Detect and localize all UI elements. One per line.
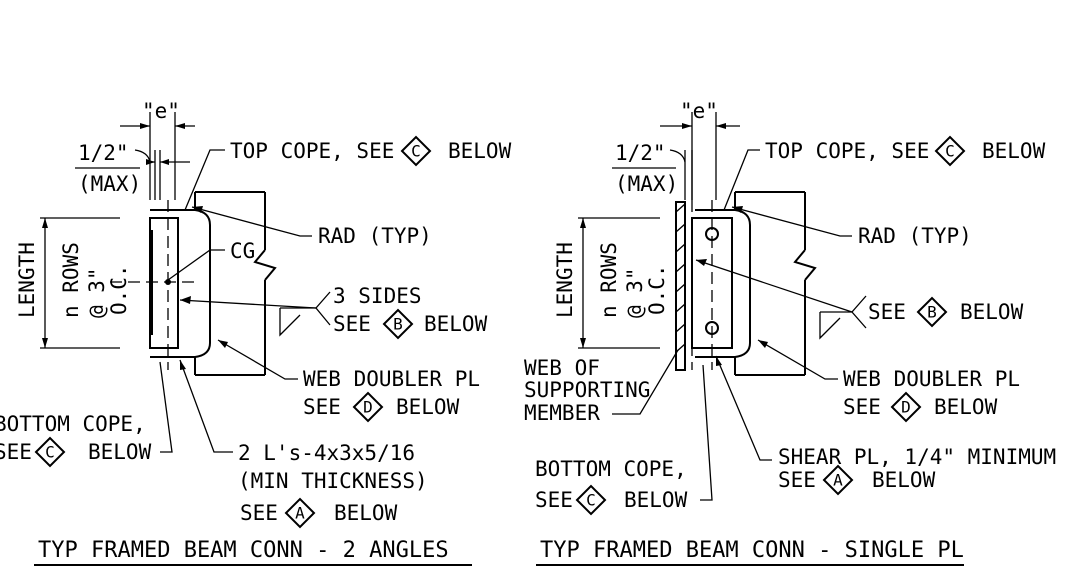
- right-see-d-label: SEE: [843, 395, 881, 419]
- left-spacing-label: @ 3": [85, 267, 109, 318]
- left-below-d-label: BELOW: [396, 395, 460, 419]
- right-spacing-oc-label: O.C.: [645, 264, 669, 315]
- left-below-c-label: BELOW: [88, 440, 152, 464]
- left-cg-label: CG: [230, 239, 255, 263]
- left-c-symbol: C: [34, 436, 66, 468]
- left-angles: [149, 217, 179, 349]
- right-e-label: "e": [680, 99, 718, 123]
- svg-text:D: D: [363, 398, 373, 417]
- left-rows-label: n ROWS: [59, 242, 83, 318]
- left-below-b-label: BELOW: [424, 312, 488, 336]
- left-beam: [150, 191, 277, 376]
- left-length-label: LENGTH: [15, 242, 39, 318]
- svg-text:B: B: [927, 303, 937, 322]
- left-spacing-oc-label: O.C.: [107, 264, 131, 315]
- right-see-c-label: SEE: [535, 488, 573, 512]
- right-c-symbol: C: [575, 484, 607, 516]
- left-title: TYP FRAMED BEAM CONN - 2 ANGLES: [38, 538, 449, 563]
- left-a-symbol: A: [284, 497, 316, 529]
- left-below-a-label: BELOW: [334, 501, 398, 525]
- left-d-symbol: D: [352, 391, 384, 423]
- right-bottom-cope-label: BOTTOM COPE,: [535, 457, 687, 481]
- svg-text:D: D: [901, 398, 911, 417]
- svg-text:C: C: [411, 142, 421, 161]
- svg-text:C: C: [945, 142, 955, 161]
- right-below-d-label: BELOW: [934, 395, 998, 419]
- left-detail: "e" 1/2" (MAX) TOP COPE, SEE C BELOW: [0, 99, 512, 566]
- right-top-cope-below: BELOW: [982, 139, 1046, 163]
- left-see-c-label: SEE: [0, 440, 32, 464]
- left-bottom-cope-label: BOTTOM COPE,: [0, 412, 146, 436]
- left-rad-label: RAD (TYP): [318, 224, 432, 248]
- left-top-cope-below: BELOW: [448, 139, 512, 163]
- right-web-of-label: WEB OF: [524, 356, 600, 380]
- right-length-label: LENGTH: [553, 242, 577, 318]
- svg-text:A: A: [833, 471, 843, 490]
- svg-text:A: A: [295, 504, 305, 523]
- left-see-b-label: SEE: [333, 312, 371, 336]
- left-top-cope-symbol: C: [400, 135, 432, 167]
- left-b-symbol: B: [382, 308, 414, 340]
- right-detail: "e" 1/2" (MAX) TOP COPE, SEE C BELOW: [524, 99, 1056, 566]
- left-half-label: 1/2": [78, 141, 129, 165]
- right-member-label: MEMBER: [524, 401, 600, 425]
- right-top-cope-symbol: C: [934, 135, 966, 167]
- left-three-sides-label: 3 SIDES: [333, 284, 422, 308]
- left-see-a-label: SEE: [240, 501, 278, 525]
- left-top-cope-label: TOP COPE, SEE: [230, 139, 394, 163]
- right-below-a-label: BELOW: [872, 468, 936, 492]
- right-spacing-label: @ 3": [623, 267, 647, 318]
- left-max-label: (MAX): [78, 172, 141, 196]
- right-shear-pl-label: SHEAR PL, 1/4" MINIMUM: [778, 445, 1056, 469]
- right-rows-label: n ROWS: [597, 242, 621, 318]
- svg-text:C: C: [586, 491, 596, 510]
- right-below-c-label: BELOW: [624, 488, 688, 512]
- right-rad-label: RAD (TYP): [858, 224, 972, 248]
- right-b-symbol: B: [916, 296, 948, 328]
- right-supporting-web: [675, 201, 686, 371]
- right-see-a-label: SEE: [778, 468, 816, 492]
- right-a-symbol: A: [822, 464, 854, 496]
- right-shear-plate: [691, 200, 733, 370]
- left-min-thick-label: (MIN THICKNESS): [238, 469, 428, 493]
- right-supporting-label: SUPPORTING: [524, 378, 650, 402]
- right-title: TYP FRAMED BEAM CONN - SINGLE PL: [540, 538, 964, 563]
- right-see-b-label: SEE: [868, 300, 906, 324]
- right-d-symbol: D: [890, 391, 922, 423]
- right-web-doubler-label: WEB DOUBLER PL: [843, 367, 1020, 391]
- left-see-d-label: SEE: [303, 395, 341, 419]
- svg-text:B: B: [393, 315, 403, 334]
- right-half-label: 1/2": [615, 141, 666, 165]
- left-e-label: "e": [142, 99, 180, 123]
- right-max-label: (MAX): [615, 172, 678, 196]
- left-angles-label: 2 L's-4x3x5/16: [238, 441, 415, 465]
- right-below-b-label: BELOW: [960, 300, 1024, 324]
- right-top-cope-label: TOP COPE, SEE: [765, 139, 929, 163]
- left-web-doubler-label: WEB DOUBLER PL: [303, 367, 480, 391]
- svg-text:C: C: [45, 443, 55, 462]
